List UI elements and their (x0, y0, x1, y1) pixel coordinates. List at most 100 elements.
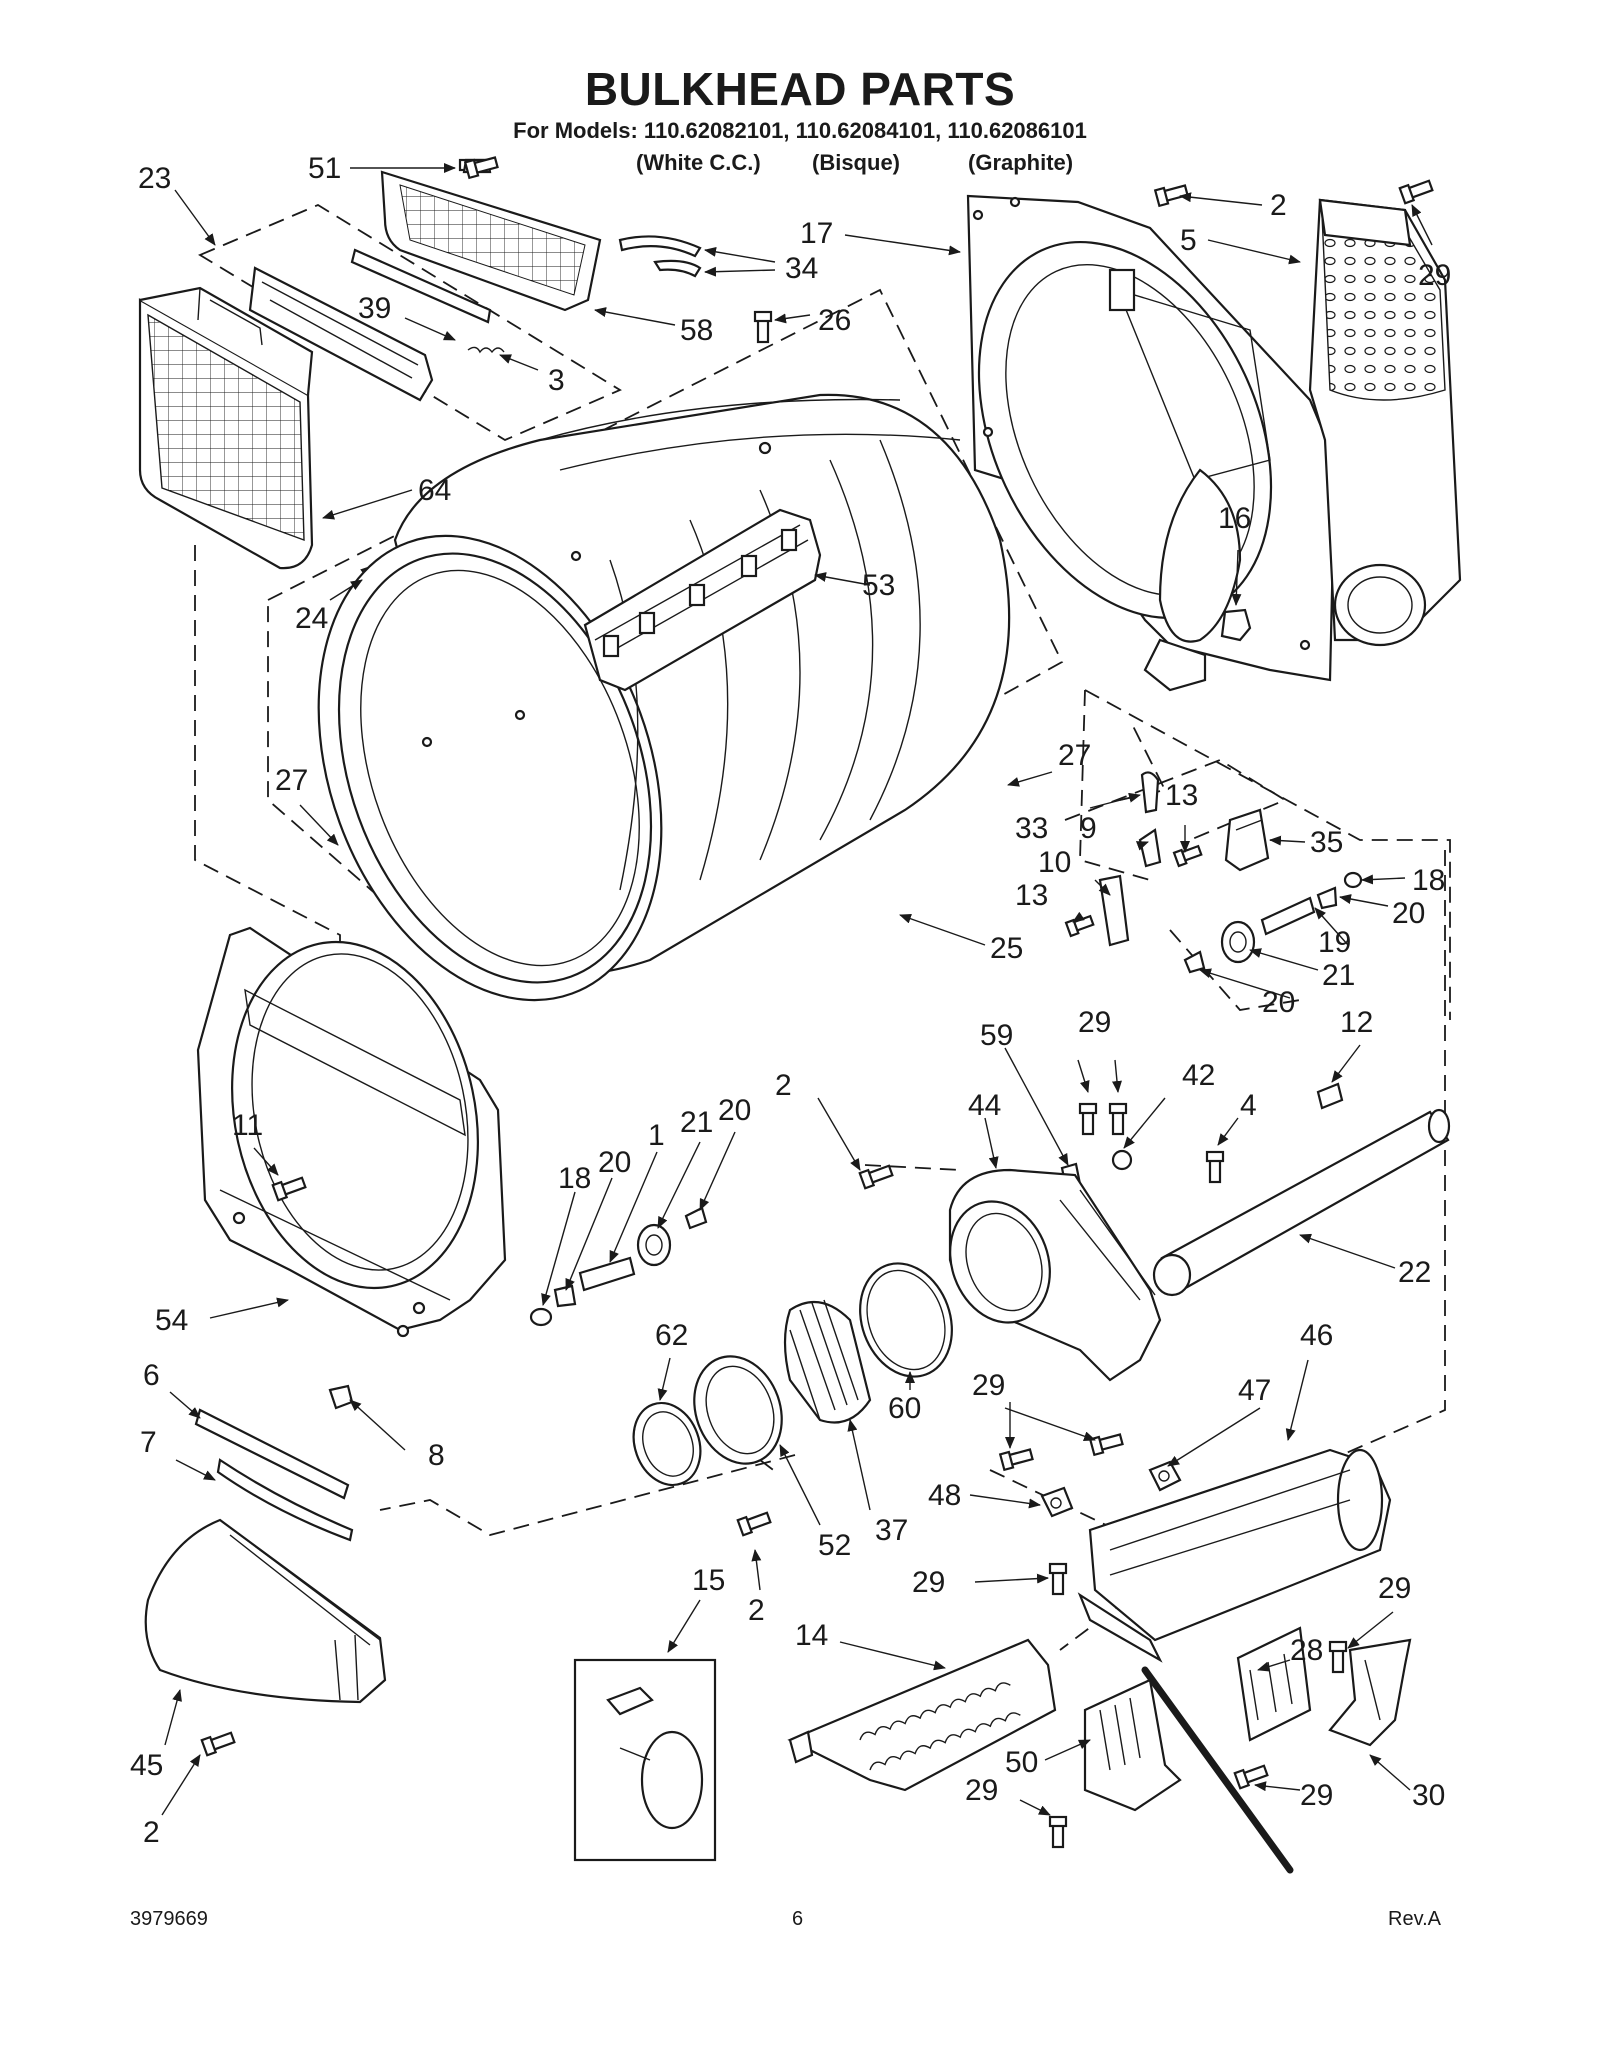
callout-label: 35 (1310, 826, 1343, 859)
front-roller-assembly (1183, 871, 1363, 974)
callout-label: 29 (1300, 1779, 1333, 1812)
nut-16 (1220, 608, 1252, 642)
revision-label: Rev.A (1388, 1908, 1441, 1930)
variant-bisque: (Bisque) (812, 150, 900, 175)
callout-label: 25 (990, 932, 1023, 965)
front-lint-duct (1308, 198, 1462, 647)
document-number: 3979669 (130, 1908, 208, 1930)
nut-8 (328, 1384, 354, 1410)
callout-label: 22 (1398, 1256, 1431, 1289)
callout-label: 47 (1238, 1374, 1271, 1407)
thermostats (1040, 1460, 1182, 1518)
callout-label: 3 (548, 364, 565, 397)
callout-label: 33 (1015, 812, 1048, 845)
callout-label: 10 (1038, 846, 1071, 879)
callout-label: 23 (138, 162, 171, 195)
callout-label: 7 (140, 1426, 157, 1459)
foam-seals (618, 235, 702, 278)
callout-label: 53 (862, 569, 895, 602)
rear-bulkhead (196, 926, 507, 1338)
callout-label: 29 (1078, 1006, 1111, 1039)
exhaust-tube (1152, 1108, 1451, 1297)
callout-label: 45 (130, 1749, 163, 1782)
callout-label: 14 (795, 1619, 828, 1652)
callout-label: 48 (928, 1479, 961, 1512)
blower-wheel-group (632, 1262, 953, 1487)
screen-housing-rail (248, 248, 505, 402)
callout-label: 17 (800, 217, 833, 250)
callout-label: 21 (1322, 959, 1355, 992)
callout-label: 60 (888, 1392, 921, 1425)
callout-label: 29 (965, 1774, 998, 1807)
callout-label: 50 (1005, 1746, 1038, 1779)
models-subtitle: For Models: 110.62082101, 110.62084101, … (513, 118, 1087, 143)
heater-duct (1077, 1448, 1392, 1663)
callout-label: 18 (558, 1162, 591, 1195)
callout-label: 46 (1300, 1319, 1333, 1352)
front-bulkhead (966, 194, 1337, 692)
kit-box-15 (573, 1658, 717, 1862)
callout-label: 4 (1240, 1089, 1257, 1122)
callout-label: 64 (418, 474, 451, 507)
callout-label: 2 (143, 1816, 160, 1849)
callout-label: 27 (275, 764, 308, 797)
callout-label: 16 (1218, 502, 1251, 535)
page-number: 6 (792, 1908, 804, 1930)
callout-label: 51 (308, 152, 341, 185)
callout-label: 58 (680, 314, 713, 347)
callout-label: 2 (1270, 189, 1287, 222)
callout-label: 2 (748, 1594, 765, 1627)
lint-grille (380, 158, 602, 312)
small-clips (1060, 1082, 1344, 1190)
callout-label: 19 (1318, 926, 1351, 959)
callout-label: 62 (655, 1319, 688, 1352)
callout-label: 20 (1392, 897, 1425, 930)
callout-label: 1 (648, 1119, 665, 1152)
callout-label: 20 (598, 1146, 631, 1179)
lint-duct-cover (144, 1518, 387, 1704)
callout-label: 29 (912, 1566, 945, 1599)
callout-label: 39 (358, 292, 391, 325)
callout-label: 13 (1015, 879, 1048, 912)
callout-label: 2 (775, 1069, 792, 1102)
callout-label: 11 (232, 1109, 263, 1142)
callout-label: 34 (785, 252, 818, 285)
callout-label: 27 (1058, 739, 1091, 772)
callout-label: 20 (1262, 986, 1295, 1019)
callout-label: 21 (680, 1106, 713, 1139)
front-seal-strips (194, 1408, 354, 1542)
callout-label: 54 (155, 1304, 188, 1337)
callout-label: 13 (1165, 779, 1198, 812)
callout-label: 28 (1290, 1634, 1323, 1667)
callout-label: 12 (1340, 1006, 1373, 1039)
drum-baffle (583, 508, 822, 692)
callout-labels: 23 51 34 17 2 5 29 39 3 58 26 64 24 53 1… (130, 152, 1451, 1849)
callout-label: 52 (818, 1529, 851, 1562)
callout-label: 9 (1080, 812, 1097, 845)
callout-label: 29 (972, 1369, 1005, 1402)
screws (200, 156, 1434, 1849)
callout-label: 29 (1378, 1572, 1411, 1605)
callout-label: 42 (1182, 1059, 1215, 1092)
callout-label: 59 (980, 1019, 1013, 1052)
callout-label: 24 (295, 602, 328, 635)
rear-roller-assembly (529, 1206, 708, 1327)
callout-label: 20 (718, 1094, 751, 1127)
callout-label: 30 (1412, 1779, 1445, 1812)
callout-label: 5 (1180, 224, 1197, 257)
blower-housing (948, 1168, 1162, 1382)
callout-label: 37 (875, 1514, 908, 1547)
dryer-drum (317, 393, 1011, 1002)
leader-arrows (161, 163, 1433, 1816)
callout-label: 29 (1418, 259, 1451, 292)
callout-label: 15 (692, 1564, 725, 1597)
sensor-wire (1141, 1666, 1294, 1874)
variant-graphite: (Graphite) (968, 150, 1074, 175)
callout-label: 6 (143, 1359, 160, 1392)
callout-label: 8 (428, 1439, 445, 1472)
callout-label: 18 (1412, 864, 1445, 897)
variant-white: (White C.C.) (636, 150, 761, 175)
lint-screen (138, 286, 314, 570)
heating-element (787, 1638, 1057, 1792)
